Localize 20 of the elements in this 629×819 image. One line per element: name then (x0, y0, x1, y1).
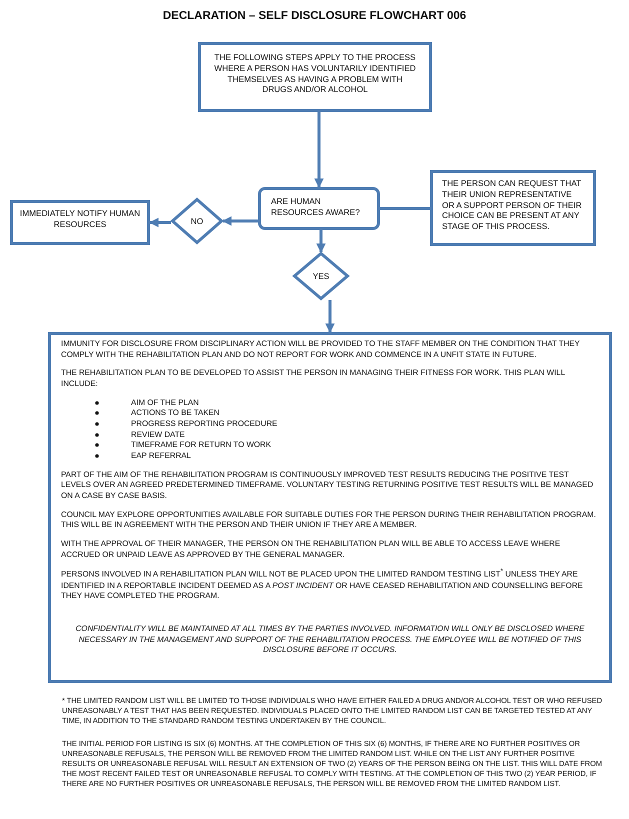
decision-label: YES (312, 270, 330, 282)
decision-label: NO (190, 216, 204, 226)
process-box (198, 42, 432, 112)
arrow (314, 112, 324, 188)
process-box (10, 200, 150, 245)
box-text: ARE HUMAN RESOURCES AWARE? (271, 196, 361, 218)
arrow (149, 218, 171, 228)
title: DECLARATION – SELF DISCLOSURE FLOWCHART 006 (162, 10, 468, 22)
process-box (430, 170, 596, 246)
decision-box (258, 187, 380, 230)
decision-diamond (171, 198, 223, 244)
box-text: IMMEDIATELY NOTIFY HUMAN RESOURCES (19, 208, 141, 230)
arrow (222, 216, 258, 226)
decision-diamond (293, 252, 349, 300)
info-panel (48, 332, 612, 683)
connector-line (380, 207, 430, 210)
box-text: THE PERSON CAN REQUEST THAT THEIR UNION REPRESENTATIVE OR A SUPPORT PERSON OF THEIR CHOICE CAN BE PRESENT AT ANY STAGE OF THIS PROCESS. (442, 178, 583, 232)
arrow (325, 300, 335, 333)
arrow (316, 230, 326, 253)
box-text: THE FOLLOWING STEPS APPLY TO THE PROCESS WHERE A PERSON HAS VOLUNTARILY IDENTIFIED THEMSELVES AS HAVING A PROBLEM WITH DRUGS AND/OR ALCOHOL (213, 52, 417, 96)
